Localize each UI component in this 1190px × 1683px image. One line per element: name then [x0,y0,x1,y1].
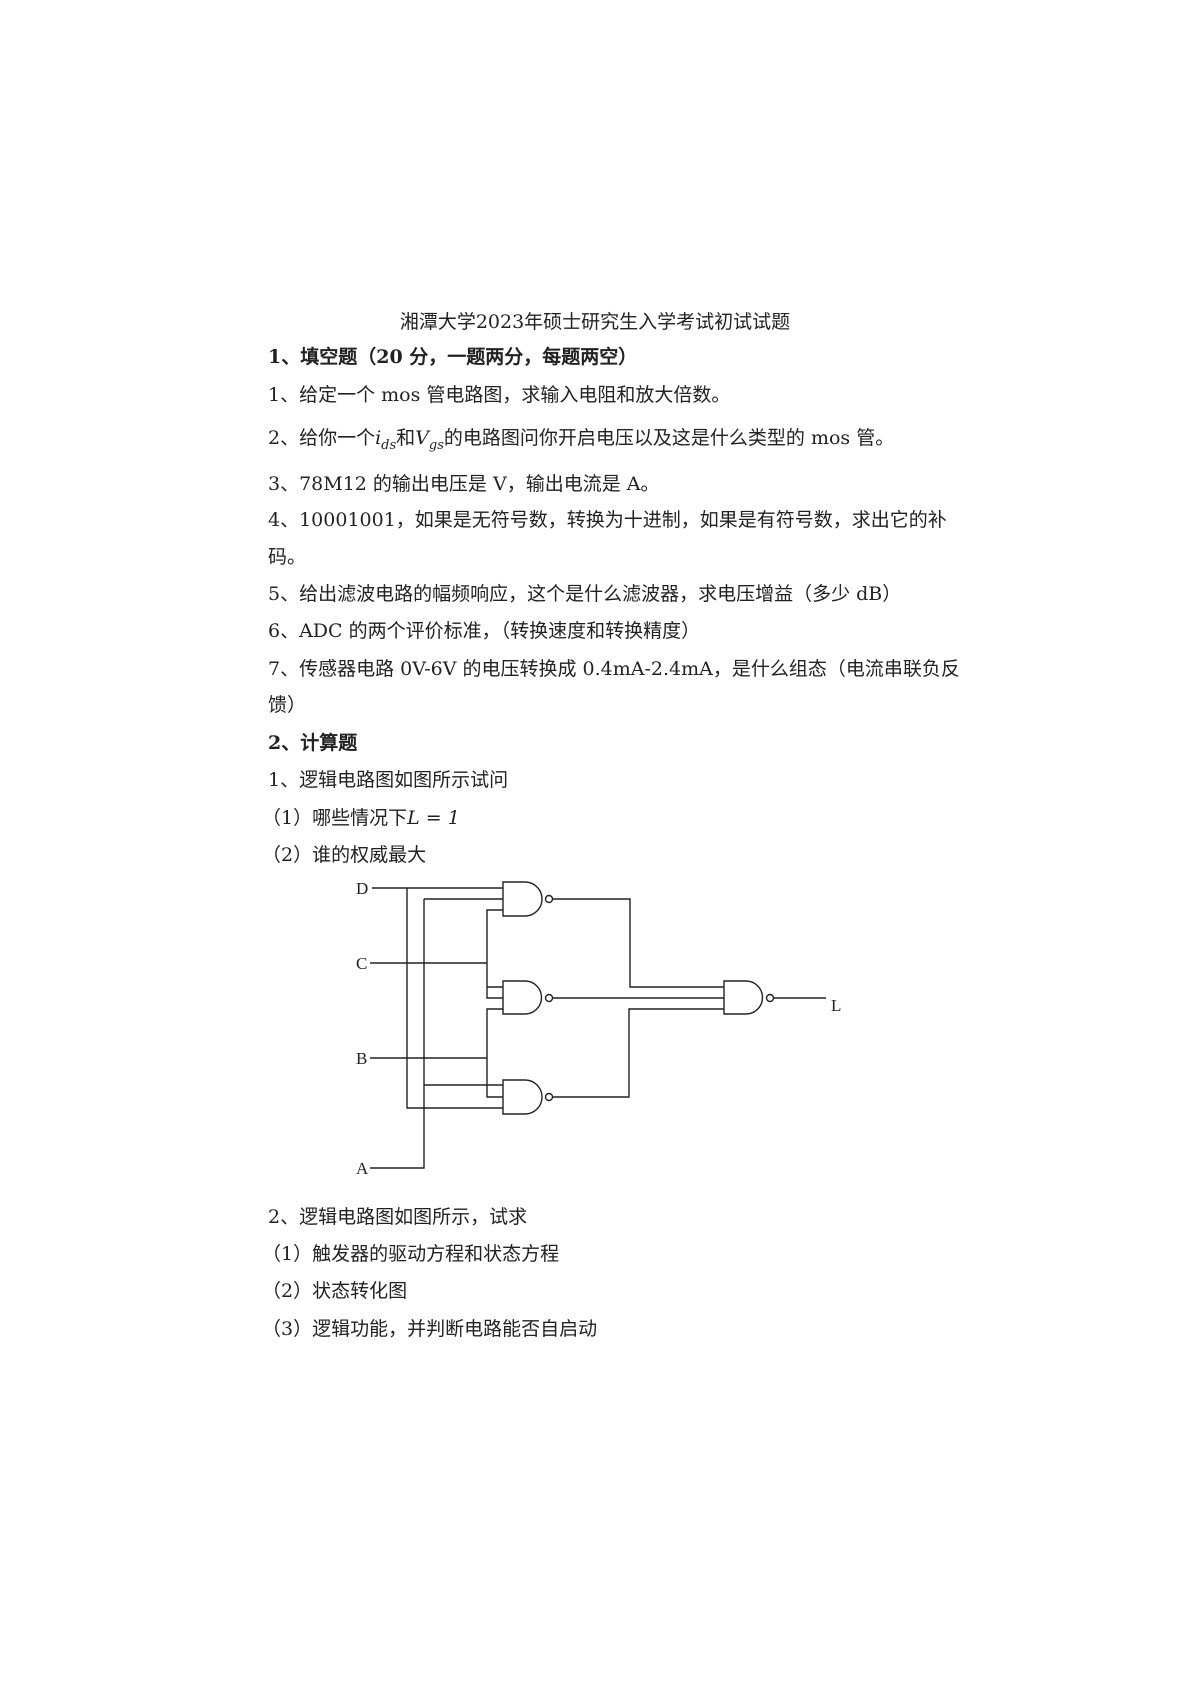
q1-1: 1、给定一个 mos 管电路图，求输入电阻和放大倍数。 [268,384,731,406]
q1-3: 3、78M12 的输出电压是 V，输出电流是 A。 [268,473,660,495]
math-sub-gs: gs [428,437,444,453]
wire-g3-out [552,1008,724,1098]
nand-gate-2-bubble [544,993,554,1003]
q2-2-sub3: （3）逻辑功能，并判断电路能否自启动 [262,1318,598,1340]
nand-gate-4-bubble [765,993,775,1003]
label-a: A [356,1159,369,1178]
section1-heading: 1、填空题（20 分，一题两分，每题两空） [268,346,638,368]
bus-b [486,1008,503,1098]
q2-1-sub2: （2）谁的权威最大 [262,844,427,866]
bus-c [486,909,503,999]
label-l: L [831,996,841,1015]
math-i: i [375,427,382,449]
section2-heading: 2、计算题 [268,732,358,754]
nand-gate-1 [502,881,543,917]
q1-4-cont: 码。 [268,546,307,568]
math-l-eq-1: L = 1 [407,807,460,829]
nand-gate-3 [502,1079,543,1115]
q1-7: 7、传感器电路 0V-6V 的电压转换成 0.4mA-2.4mA，是什么组态（电… [268,658,960,680]
q2-2-sub1: （1）触发器的驱动方程和状态方程 [262,1243,560,1265]
nand-gate-3-bubble [544,1092,554,1102]
nand-gate-1-bubble [544,894,554,904]
nand-gate-4 [723,980,764,1015]
q1-2-post: 的电路图问你开启电压以及这是什么类型的 mos 管。 [443,427,895,449]
q2-2-sub2: （2）状态转化图 [262,1280,408,1302]
math-sub-ds: ds [381,437,397,453]
label-c: C [356,954,367,973]
q2-1: 1、逻辑电路图如图所示试问 [268,769,509,791]
q1-2-mid: 和 [396,427,416,449]
bus-d [406,888,503,1109]
q2-2: 2、逻辑电路图如图所示，试求 [268,1206,528,1228]
q1-7-cont: 馈） [268,694,307,716]
bus-a [370,899,425,1169]
wire-g1-out [552,898,724,988]
q2-1-sub1-text: （1）哪些情况下 [262,807,408,829]
q1-2-pre: 2、给你一个 [268,427,376,449]
label-b: B [356,1049,367,1068]
q1-5: 5、给出滤波电路的幅频响应，这个是什么滤波器，求电压增益（多少 dB） [268,583,902,605]
math-v: V [415,427,429,449]
q2-1-sub1: （1）哪些情况下L = 1 [262,806,460,830]
q1-6: 6、ADC 的两个评价标准，（转换速度和转换精度） [268,620,701,642]
label-d: D [356,879,368,898]
exam-title: 湘潭大学2023年硕士研究生入学考试初试试题 [399,311,791,333]
nand-gate-2 [502,980,543,1015]
q1-2: 2、给你一个ids和Vgs的电路图问你开启电压以及这是什么类型的 mos 管。 [268,426,894,458]
q1-4: 4、10001001，如果是无符号数，转换为十进制，如果是有符号数，求出它的补 [268,509,947,531]
